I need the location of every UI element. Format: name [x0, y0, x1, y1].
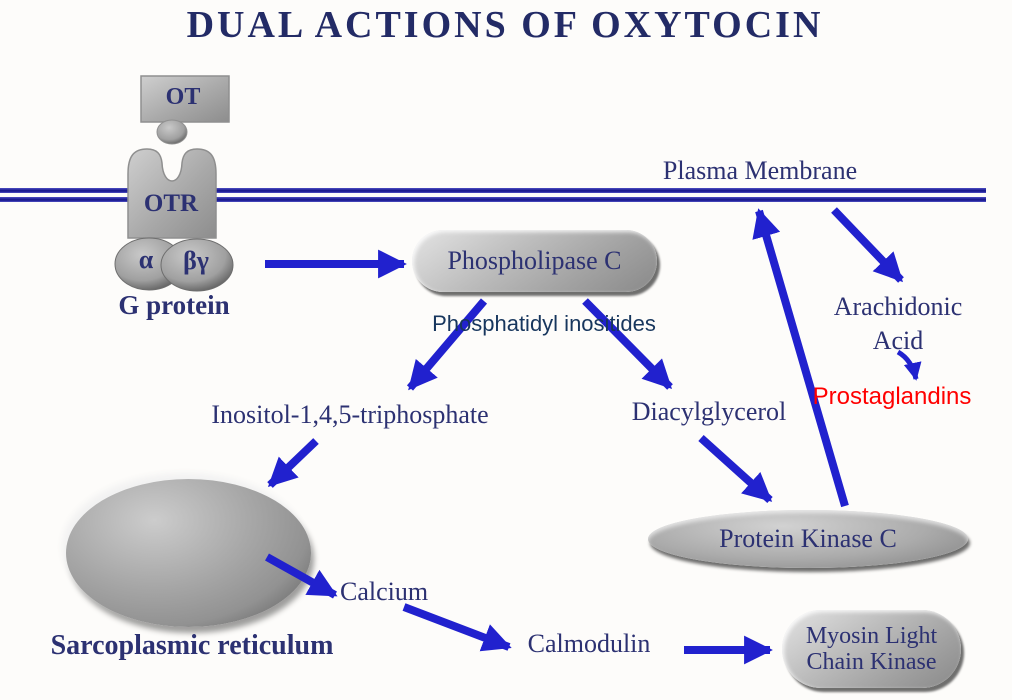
plasma-membrane-line-bottom — [0, 197, 986, 202]
betagamma-subunit-label: βγ — [183, 246, 209, 275]
diagram-title: DUAL ACTIONS OF OXYTOCIN — [186, 4, 824, 46]
arrow-sarcoplasmic-reticulum-to-calcium — [265, 553, 338, 599]
arrow-acid-to-prostaglandins — [896, 349, 922, 381]
plasma-membrane-label: Plasma Membrane — [662, 156, 858, 185]
sarcoplasmic-reticulum-label: Sarcoplasmic reticulum — [50, 630, 334, 661]
otr-receptor-shape — [127, 148, 217, 239]
arrow-membrane-to-arachidonic-acid — [831, 207, 904, 283]
diacylglycerol-label: Diacylglycerol — [631, 397, 787, 426]
arachidonic-acid-label: Arachidonic Acid — [834, 290, 963, 358]
arachidonic-label-line1: Arachidonic — [833, 292, 963, 321]
arrow-calcium-to-calmodulin — [402, 603, 512, 652]
protein-kinase-c-label: Protein Kinase C — [719, 524, 897, 553]
otr-label: OTR — [143, 190, 199, 217]
mlck-label-line2: Chain Kinase — [806, 649, 937, 675]
phospholipase-c-label: Phospholipase C — [447, 246, 622, 275]
g-protein-betagamma-subunit — [160, 238, 234, 292]
ot-ligand-knob — [156, 119, 188, 145]
arrow-inositol-to-sarcoplasmic-reticulum — [267, 438, 319, 488]
sarcoplasmic-reticulum-shape — [66, 479, 311, 627]
plasma-membrane-line-top — [0, 188, 986, 193]
arrow-plc-to-diacylglycerol — [582, 298, 673, 390]
alpha-subunit-label: α — [138, 245, 154, 274]
prostaglandins-label: Prostaglandins — [812, 383, 972, 410]
calcium-label: Calcium — [340, 577, 429, 606]
arrow-plc-to-inositol — [406, 298, 488, 391]
phosphatidyl-inositides-label: Phosphatidyl inositides — [432, 311, 656, 336]
arachidonic-label-line2: Acid — [872, 326, 924, 355]
protein-kinase-c-node: Protein Kinase C — [648, 510, 968, 568]
myosin-light-chain-kinase-node: Myosin Light Chain Kinase — [782, 610, 961, 688]
calmodulin-label: Calmodulin — [527, 629, 651, 658]
ot-label: OT — [165, 84, 201, 110]
g-protein-label: G protein — [118, 290, 230, 320]
inositol-triphosphate-label: Inositol-1,4,5-triphosphate — [211, 400, 489, 429]
phospholipase-c-node: Phospholipase C — [412, 230, 657, 292]
ot-ligand-box — [140, 75, 230, 123]
mlck-label-line1: Myosin Light — [805, 623, 938, 649]
arrow-diacylglycerol-to-pkc — [698, 435, 773, 503]
arrow-pkc-to-plasma-membrane — [752, 208, 849, 508]
